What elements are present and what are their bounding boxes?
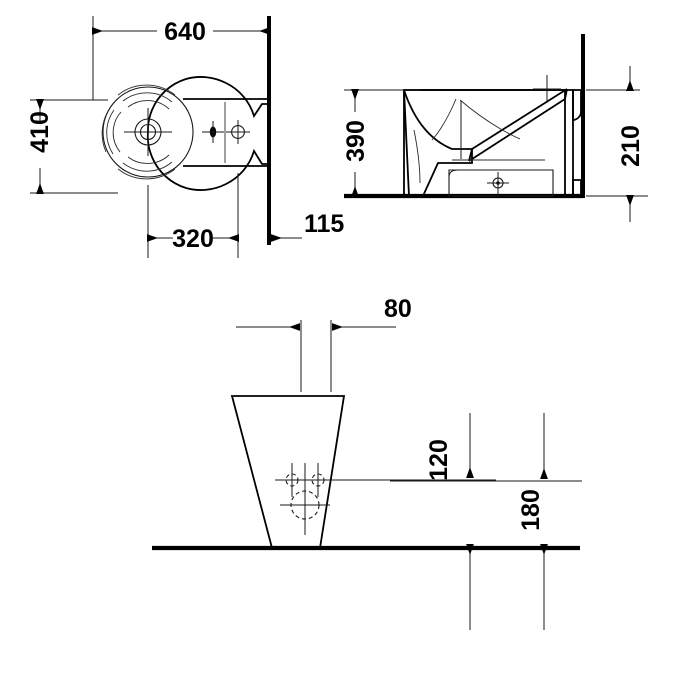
- dimension-120-label: 120: [425, 439, 453, 481]
- front-view-group: 80 120 180: [152, 295, 582, 630]
- top-view-group: 640 410 320 115: [26, 16, 344, 258]
- top-view-bowl-relief-arcs: [101, 84, 176, 180]
- dimension-410: 410: [26, 99, 54, 194]
- dimension-410-label: 410: [26, 111, 54, 153]
- side-view-wall-bracket: [572, 89, 582, 197]
- top-view-fixing-hole-small: [202, 121, 224, 143]
- dimension-180: 180: [517, 413, 548, 630]
- side-view-body-profile: [403, 88, 574, 197]
- front-view-body-trapezoid: [230, 395, 346, 549]
- dimension-210-label: 210: [617, 125, 645, 167]
- top-view-bowl-outline: [146, 76, 270, 191]
- dimension-115: 115: [271, 210, 344, 242]
- side-view-fixing-plate: [448, 169, 554, 197]
- dimension-180-label: 180: [517, 489, 545, 531]
- top-view-fixing-hole-large: [226, 120, 250, 144]
- dimension-390: 390: [342, 89, 370, 197]
- side-view-relief-lines: [413, 98, 545, 184]
- dimension-640-label: 640: [164, 18, 206, 46]
- front-view-fixing-details: [275, 463, 338, 535]
- dimension-80-label: 80: [384, 295, 412, 323]
- dimension-120: 120: [425, 413, 474, 630]
- dimension-80: 80: [236, 295, 412, 331]
- dimension-320: 320: [147, 225, 239, 253]
- dimension-115-label: 115: [304, 210, 344, 238]
- dimension-640: 640: [92, 18, 270, 46]
- top-view-drain-outlet: [124, 108, 172, 156]
- top-view-inner-bowl-circle: [102, 86, 194, 178]
- dimension-210: 210: [617, 66, 645, 222]
- side-view-centre-marks: [460, 75, 561, 159]
- dimension-320-label: 320: [172, 225, 214, 253]
- side-view-group: 390 210: [342, 34, 648, 222]
- dimension-390-label: 390: [342, 120, 370, 162]
